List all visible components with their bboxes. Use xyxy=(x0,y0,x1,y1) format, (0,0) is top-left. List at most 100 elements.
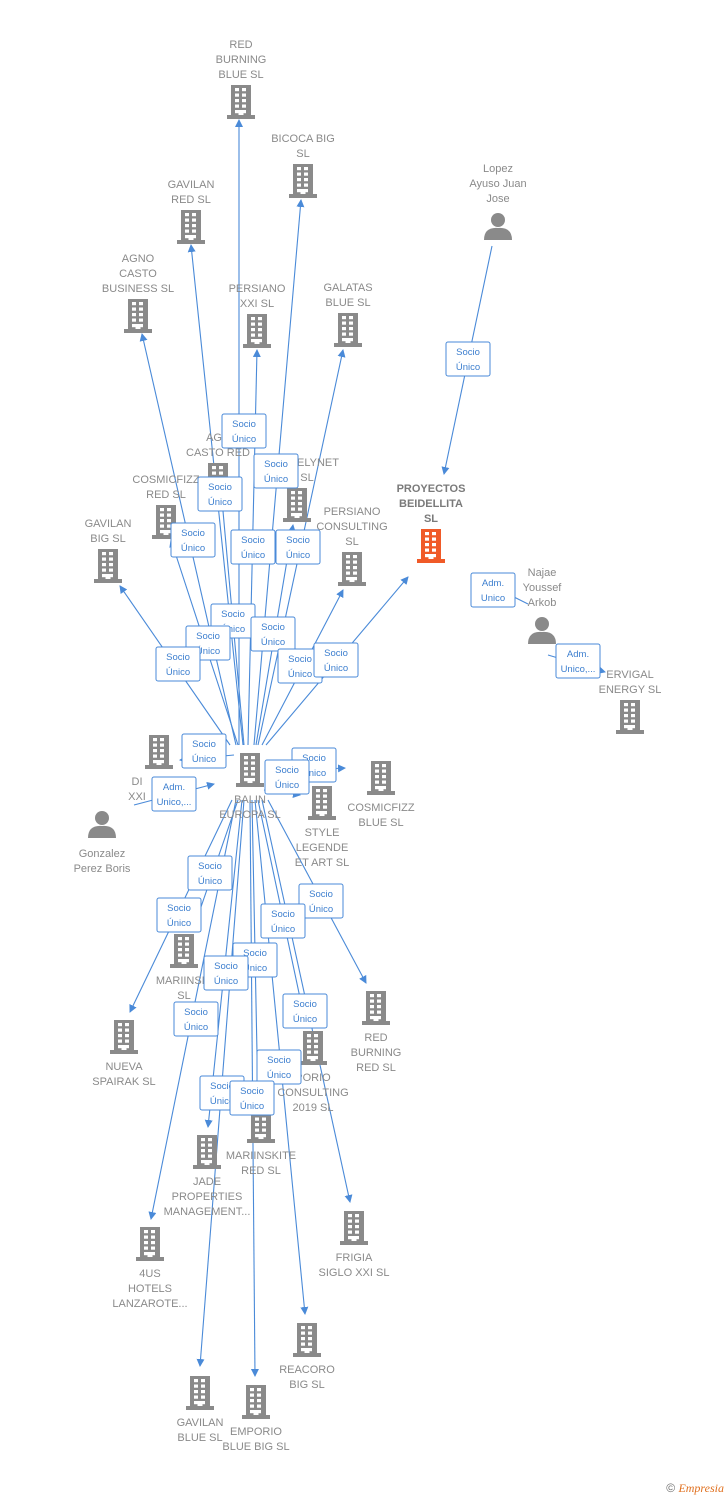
node-label: BALIN xyxy=(234,794,266,806)
building-icon xyxy=(186,1376,214,1410)
relationship-label-box xyxy=(313,642,359,678)
relationship-label-text: Único xyxy=(288,669,312,680)
relationship-label-box xyxy=(230,529,276,565)
node-label: MANAGEMENT... xyxy=(164,1206,251,1218)
relationship-label-text: Único xyxy=(184,1022,208,1033)
building-icon xyxy=(94,549,122,583)
relationship-label-text: Adm. xyxy=(567,649,589,660)
relationship-label-text: Único xyxy=(232,434,256,445)
footer: © Empresia xyxy=(666,1481,724,1496)
relationship-label[interactable]: Adm.Unico,... xyxy=(151,776,197,812)
node-label: CASTO xyxy=(119,268,157,280)
node-reacoro_big[interactable]: REACORO BIG SL xyxy=(279,1323,335,1391)
node-cosmicfizz_red[interactable]: COSMICFIZZ RED SL xyxy=(132,474,200,539)
relationship-label-box xyxy=(264,759,310,795)
node-label: BLUE BIG SL xyxy=(222,1441,289,1453)
relationship-label-box xyxy=(253,453,299,489)
node-label: COSMICFIZZ xyxy=(132,474,199,486)
node-label: CONSULTING xyxy=(277,1087,348,1099)
relationship-label-text: Unico xyxy=(481,593,505,604)
node-label: RED xyxy=(364,1032,387,1044)
relationship-label-text: Socio xyxy=(221,609,245,620)
node-label: ET ART SL xyxy=(295,857,349,869)
node-label: GAVILAN xyxy=(168,179,215,191)
relationship-label-text: Socio xyxy=(240,1086,264,1097)
node-hotels_lanzarote[interactable]: 4USHOTELSLANZAROTE... xyxy=(112,1227,188,1310)
node-label: REACORO xyxy=(279,1364,335,1376)
node-label: BURNING xyxy=(351,1047,402,1059)
node-label: BLUE SL xyxy=(218,69,263,81)
relationship-label-text: Socio xyxy=(192,739,216,750)
node-label: RED SL xyxy=(146,489,186,501)
relationship-label-text: Socio xyxy=(241,535,265,546)
brand-logo-text[interactable]: Empresia xyxy=(678,1481,724,1495)
relationship-label[interactable]: Adm.Unico,... xyxy=(555,643,601,679)
node-label: Lopez xyxy=(483,163,513,175)
relationship-label-box xyxy=(155,646,201,682)
node-label: Ayuso Juan xyxy=(469,178,526,190)
relationship-label-text: Único xyxy=(264,474,288,485)
relationship-label-text: Único xyxy=(267,1070,291,1081)
node-label: CASTO RED xyxy=(186,447,250,459)
relationship-label-text: Socio xyxy=(309,889,333,900)
node-label: BIG SL xyxy=(289,1379,324,1391)
node-label: PERSIANO xyxy=(324,506,381,518)
node-jade_properties[interactable]: JADEPROPERTIESMANAGEMENT... xyxy=(164,1135,251,1218)
relationship-label-box xyxy=(203,955,249,991)
node-label: NUEVA xyxy=(105,1061,143,1073)
node-label: COSMICFIZZ xyxy=(347,802,414,814)
relationship-label-text: Socio xyxy=(288,654,312,665)
person-icon xyxy=(484,213,512,240)
relationship-label[interactable]: Adm.Unico xyxy=(470,572,516,608)
relationship-label-text: Único xyxy=(221,624,245,635)
relationship-label-box xyxy=(282,993,328,1029)
person-icon xyxy=(528,617,556,644)
